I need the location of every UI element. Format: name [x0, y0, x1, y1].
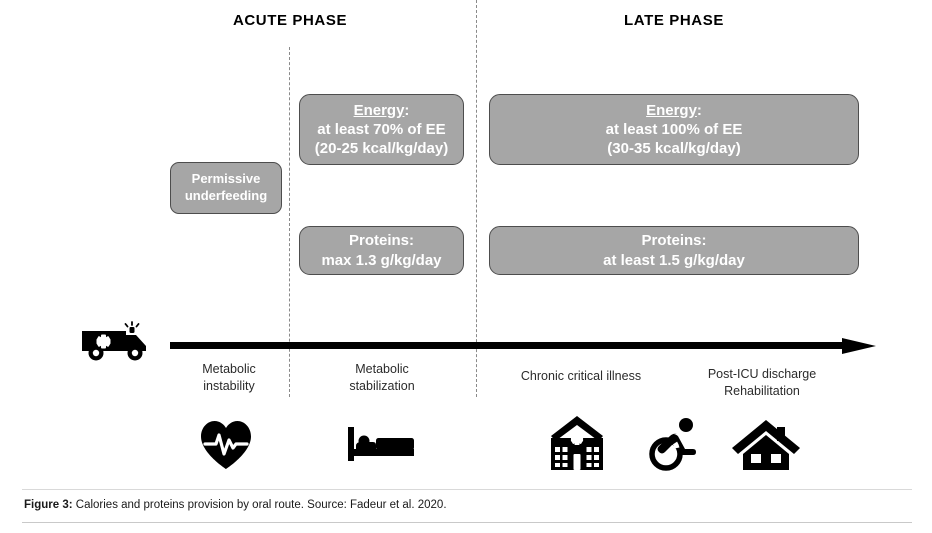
permissive-line-2: underfeeding	[184, 188, 268, 203]
caption-rule-top	[22, 489, 912, 490]
energy-acute-heading: Energy	[353, 101, 405, 119]
phase-divider-right	[476, 0, 477, 397]
heart-pulse-icon	[199, 419, 253, 471]
energy-acute-line-3: (20-25 kcal/kg/day)	[314, 140, 449, 158]
energy-late-heading-suffix: :	[696, 101, 702, 119]
stage-2-line-2: stabilization	[349, 378, 415, 393]
stage-4-line-1: Post-ICU discharge	[707, 367, 817, 381]
stage-1-line-2: instability	[203, 378, 255, 393]
proteins-acute-heading: Proteins:	[348, 232, 414, 250]
proteins-box-late: Proteins: at least 1.5 g/kg/day	[489, 226, 859, 275]
proteins-late-line-2: at least 1.5 g/kg/day	[603, 251, 745, 269]
energy-late-heading-line: Energy:	[646, 101, 702, 120]
energy-acute-line-2: at least 70% of EE	[317, 120, 446, 138]
phase-heading-late: LATE PHASE	[624, 12, 724, 29]
energy-late-line-3: (30-35 kcal/kg/day)	[607, 140, 741, 158]
hospital-bed-icon	[346, 425, 416, 465]
figure-caption: Figure 3: Calories and proteins provisio…	[24, 499, 904, 511]
proteins-box-acute: Proteins: max 1.3 g/kg/day	[299, 226, 464, 275]
stage-4-line-2: Rehabilitation	[724, 383, 800, 398]
stage-1-line-1: Metabolic	[202, 362, 256, 376]
wheelchair-accessibility-icon	[645, 417, 701, 471]
stage-label-metabolic-instability: Metabolic instability	[158, 361, 300, 395]
stage-3-line-1: Chronic critical illness	[520, 369, 642, 383]
phase-divider-left	[289, 47, 290, 397]
permissive-line-1: Permissive	[191, 171, 261, 187]
hospital-building-icon	[545, 414, 609, 472]
stage-label-metabolic-stabilization: Metabolic stabilization	[311, 361, 453, 395]
proteins-acute-line-2: max 1.3 g/kg/day	[321, 251, 442, 269]
caption-rule-bottom	[22, 522, 912, 523]
energy-late-line-2: at least 100% of EE	[605, 120, 743, 138]
phase-heading-acute: ACUTE PHASE	[232, 12, 348, 29]
energy-acute-heading-suffix: :	[404, 101, 410, 119]
energy-box-acute: Energy: at least 70% of EE (20-25 kcal/k…	[299, 94, 464, 165]
proteins-late-heading: Proteins:	[641, 232, 707, 250]
stage-label-post-icu-discharge: Post-ICU discharge Rehabilitation	[689, 366, 835, 400]
stage-2-line-1: Metabolic	[355, 362, 409, 376]
permissive-underfeeding-box: Permissive underfeeding	[170, 162, 282, 214]
stage-label-chronic-critical-illness: Chronic critical illness	[509, 368, 653, 385]
timeline-arrow	[170, 338, 876, 354]
house-icon	[731, 418, 801, 472]
energy-late-heading: Energy	[646, 101, 697, 119]
ambulance-icon	[80, 318, 154, 362]
caption-label: Figure 3:	[24, 499, 73, 511]
caption-text: Calories and proteins provision by oral …	[72, 499, 447, 511]
energy-box-late: Energy: at least 100% of EE (30-35 kcal/…	[489, 94, 859, 165]
energy-acute-heading-line: Energy:	[354, 101, 410, 120]
